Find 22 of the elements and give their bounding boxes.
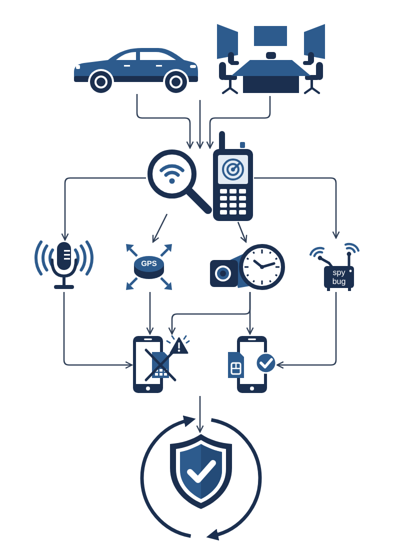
arrow — [61, 177, 146, 241]
conference-room-icon — [215, 22, 327, 96]
arrow — [206, 96, 271, 149]
arrow — [136, 94, 194, 149]
arrow — [254, 177, 340, 239]
wifi-magnifier-icon — [146, 148, 212, 214]
arrow — [168, 292, 251, 335]
arrow — [63, 292, 133, 369]
arrow — [146, 292, 154, 335]
camera-clock-icon — [208, 242, 286, 292]
arrow — [152, 214, 168, 243]
phone-sim-verified-icon — [227, 334, 277, 394]
arrow — [237, 222, 248, 243]
shield-check-icon — [168, 432, 234, 510]
arrow — [196, 396, 204, 433]
spy-bug-label: spy bug — [331, 268, 347, 286]
arrow — [276, 292, 337, 369]
car-icon — [72, 46, 200, 94]
phone-sim-blocked-icon — [132, 334, 190, 394]
radio-scanner-icon — [212, 130, 254, 222]
microphone-icon — [32, 240, 96, 292]
arrow — [196, 100, 204, 149]
